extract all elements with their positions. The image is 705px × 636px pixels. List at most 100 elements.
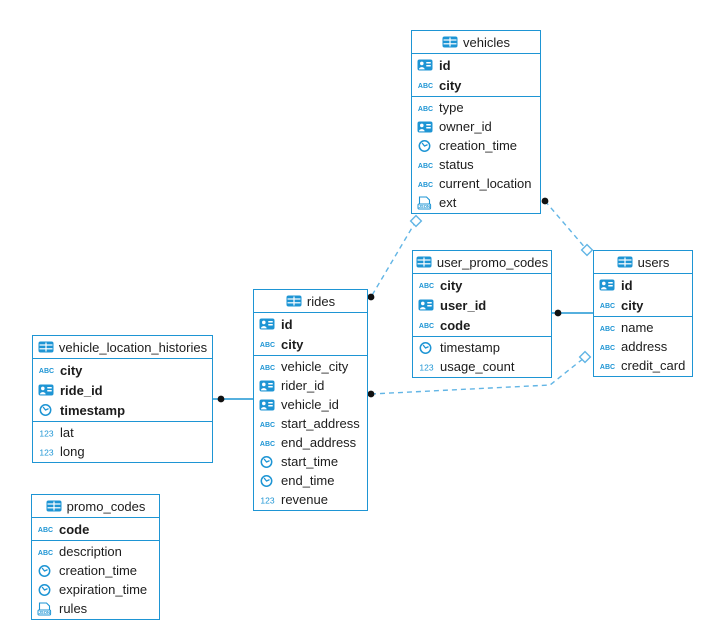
column-row-vehicle_location_histories-timestamp[interactable]: timestamp bbox=[33, 400, 212, 420]
timestamp-type-icon bbox=[38, 403, 55, 417]
column-name: city bbox=[440, 277, 463, 293]
column-row-user_promo_codes-timestamp[interactable]: timestamp bbox=[413, 338, 551, 357]
relationship-rides-users[interactable] bbox=[367, 350, 592, 398]
column-row-user_promo_codes-city[interactable]: ABC city bbox=[413, 275, 551, 295]
svg-text:JSON: JSON bbox=[39, 610, 50, 615]
column-row-vehicles-owner_id[interactable]: owner_id bbox=[412, 117, 540, 136]
table-header-vehicles[interactable]: vehicles bbox=[412, 31, 540, 54]
table-icon bbox=[416, 256, 432, 268]
column-name: description bbox=[59, 544, 122, 559]
column-row-rides-start_time[interactable]: start_time bbox=[254, 452, 367, 471]
svg-text:ABC: ABC bbox=[600, 364, 615, 371]
one-end-diamond-marker bbox=[580, 243, 594, 257]
column-row-user_promo_codes-user_id[interactable]: user_id bbox=[413, 295, 551, 315]
timestamp-type-icon bbox=[37, 583, 54, 597]
column-name: city bbox=[621, 297, 644, 313]
relationship-vehicle_location_histories-rides[interactable] bbox=[213, 395, 254, 403]
column-row-rides-rider_id[interactable]: rider_id bbox=[254, 376, 367, 395]
column-row-rides-id[interactable]: id bbox=[254, 314, 367, 334]
timestamp-type-icon bbox=[259, 474, 276, 488]
json-type-icon: JSON bbox=[417, 195, 434, 210]
relationship-rides-vehicles[interactable] bbox=[367, 214, 423, 301]
column-name: id bbox=[621, 277, 633, 293]
table-header-user_promo_codes[interactable]: user_promo_codes bbox=[413, 251, 551, 274]
table-name: promo_codes bbox=[66, 498, 146, 514]
timestamp-type-icon bbox=[259, 455, 276, 469]
svg-text:ABC: ABC bbox=[260, 342, 275, 349]
column-name: type bbox=[439, 100, 464, 115]
column-name: start_time bbox=[281, 454, 339, 469]
column-name: name bbox=[621, 320, 654, 335]
column-row-rides-vehicle_id[interactable]: vehicle_id bbox=[254, 395, 367, 414]
table-icon bbox=[617, 256, 633, 268]
text-type-icon: ABC bbox=[259, 437, 276, 449]
table-header-vehicle_location_histories[interactable]: vehicle_location_histories bbox=[33, 336, 212, 359]
relationship-line[interactable] bbox=[370, 357, 585, 395]
column-row-vehicles-id[interactable]: id bbox=[412, 55, 540, 75]
column-row-vehicles-creation_time[interactable]: creation_time bbox=[412, 136, 540, 155]
many-end-dot-marker bbox=[367, 390, 375, 398]
svg-text:ABC: ABC bbox=[418, 83, 433, 90]
column-name: id bbox=[281, 316, 293, 332]
id-badge-icon bbox=[259, 380, 276, 392]
table-header-rides[interactable]: rides bbox=[254, 290, 367, 313]
column-row-users-id[interactable]: id bbox=[594, 275, 692, 295]
table-header-users[interactable]: users bbox=[594, 251, 692, 274]
text-type-icon: ABC bbox=[418, 319, 435, 331]
column-name: vehicle_id bbox=[281, 397, 339, 412]
svg-text:ABC: ABC bbox=[39, 368, 54, 375]
text-type-icon: ABC bbox=[259, 338, 276, 350]
text-type-icon: ABC bbox=[259, 361, 276, 373]
id-badge-icon bbox=[599, 279, 616, 291]
relationship-vehicles-users[interactable] bbox=[541, 197, 594, 257]
column-row-promo_codes-creation_time[interactable]: creation_time bbox=[32, 561, 159, 580]
column-row-promo_codes-expiration_time[interactable]: expiration_time bbox=[32, 580, 159, 599]
relationship-user_promo_codes-users[interactable] bbox=[552, 309, 594, 317]
number-type-icon: 123 bbox=[259, 494, 276, 506]
column-name: timestamp bbox=[440, 340, 500, 355]
text-type-icon: ABC bbox=[418, 279, 435, 291]
column-row-vehicle_location_histories-ride_id[interactable]: ride_id bbox=[33, 380, 212, 400]
relationship-line[interactable] bbox=[544, 200, 588, 251]
column-name: lat bbox=[60, 425, 74, 440]
id-badge-icon bbox=[417, 59, 434, 71]
column-row-rides-end_time[interactable]: end_time bbox=[254, 471, 367, 490]
table-icon bbox=[38, 341, 54, 353]
table-header-promo_codes[interactable]: promo_codes bbox=[32, 495, 159, 518]
relationship-line[interactable] bbox=[370, 220, 417, 298]
number-type-icon: 123 bbox=[38, 446, 55, 458]
table-icon bbox=[442, 36, 458, 48]
column-name: status bbox=[439, 157, 474, 172]
